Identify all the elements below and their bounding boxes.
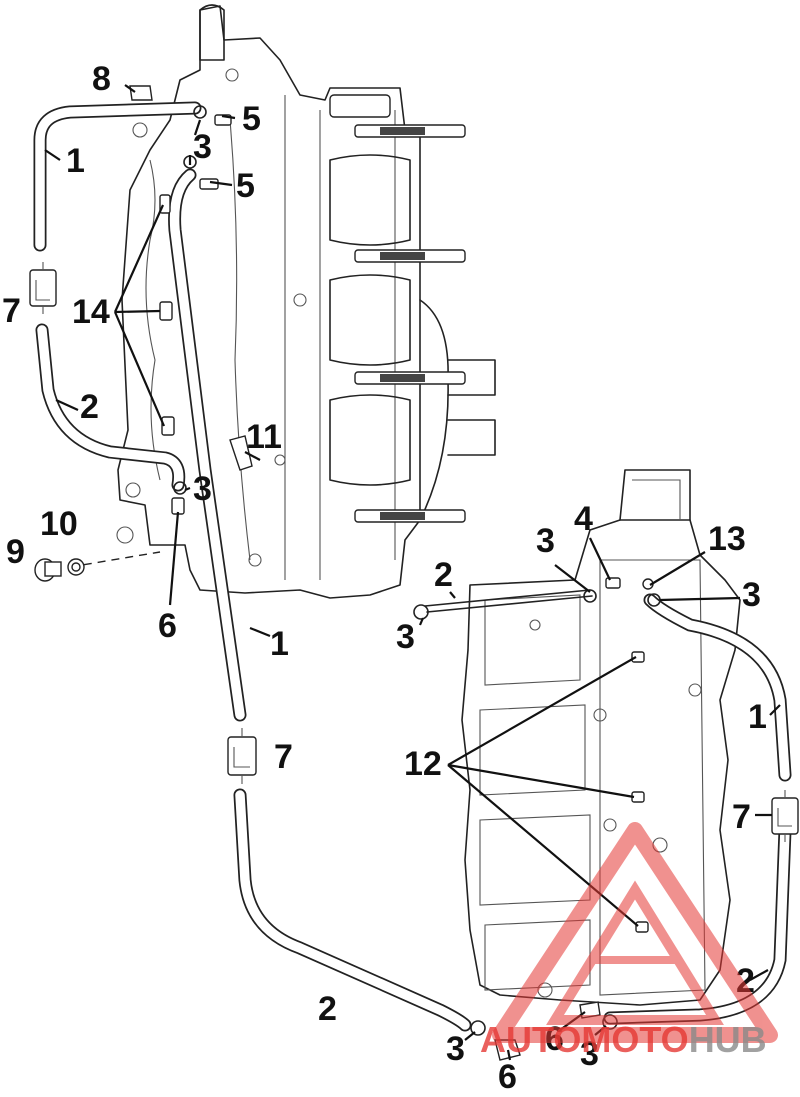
callout-2-bottom: 2: [318, 990, 337, 1028]
watermark-text-moto: MOTO: [581, 1019, 688, 1060]
callout-11: 11: [246, 418, 282, 456]
callout-7-right: 7: [732, 798, 751, 836]
callout-labels: 8 1 5 3 5 7 14 2 11 3 10 9 6 1 7 2 3 4 1…: [2, 60, 767, 1096]
cylinder-studs: [329, 94, 466, 523]
callout-3-bottom-b: 3: [580, 1035, 599, 1073]
callout-6-left: 6: [158, 607, 177, 645]
callout-1-middle: 1: [270, 625, 289, 663]
callout-8: 8: [92, 60, 111, 98]
callout-4: 4: [574, 500, 593, 538]
watermark-text-auto: AUTO: [480, 1019, 581, 1060]
callout-5-a: 5: [242, 100, 261, 138]
callout-13: 13: [708, 520, 746, 558]
callout-3-left-mid: 3: [193, 470, 212, 508]
callout-9: 9: [6, 533, 25, 571]
callout-1-top-left: 1: [66, 142, 85, 180]
callout-12: 12: [404, 745, 442, 783]
callout-14: 14: [72, 293, 110, 331]
callout-2-right-tube: 2: [434, 556, 453, 594]
callout-5-b: 5: [236, 167, 255, 205]
leader-lines: [44, 84, 781, 1061]
callout-10: 10: [40, 505, 78, 543]
callout-3-right-b: 3: [742, 576, 761, 614]
callout-7-left: 7: [2, 292, 21, 330]
callout-3-right-c: 3: [396, 618, 415, 656]
small-parts: [29, 85, 799, 1061]
watermark-text: AUTOMOTOHUB: [480, 1019, 767, 1060]
callout-3-top: 3: [193, 128, 212, 166]
exhaust-cover: [461, 469, 741, 1006]
callout-3-bottom-a: 3: [446, 1030, 465, 1068]
automotohub-watermark: AUTOMOTOHUB: [480, 822, 778, 1060]
hoses: [33, 101, 792, 1032]
filter-7-middle: [227, 728, 257, 784]
watermark-triangle-logo: [492, 822, 778, 1043]
callout-6-bottom-a: 6: [498, 1058, 517, 1096]
watermark-text-hub: HUB: [689, 1019, 767, 1060]
callout-1-right: 1: [748, 698, 767, 736]
callout-7-middle: 7: [274, 738, 293, 776]
filter-7-left: [29, 262, 57, 314]
callout-2-left: 2: [80, 388, 99, 426]
callout-3-right-a: 3: [536, 522, 555, 560]
cylinder-block: [69, 4, 496, 599]
